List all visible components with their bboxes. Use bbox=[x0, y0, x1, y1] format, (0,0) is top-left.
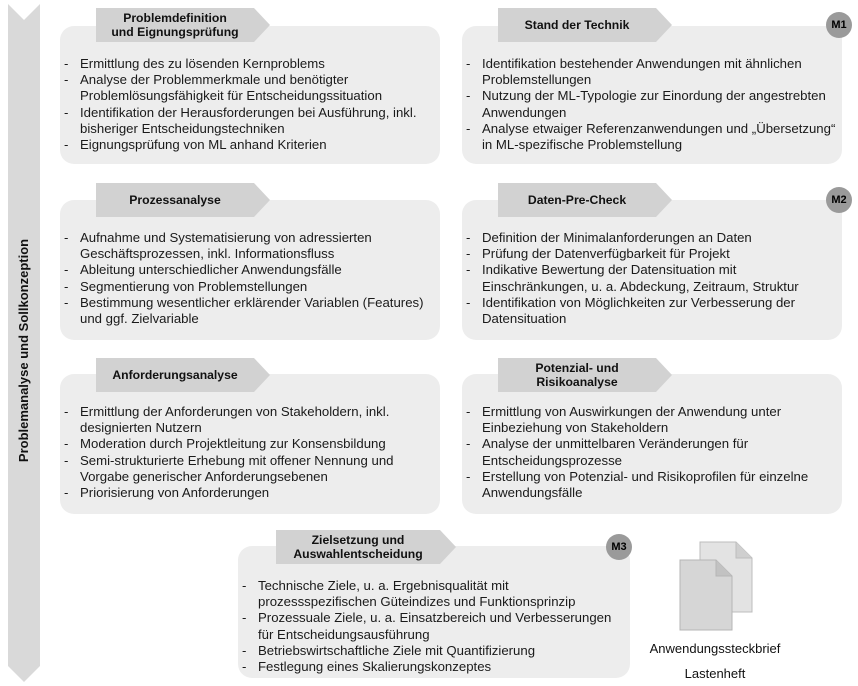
list-item: Analyse der unmittelbaren Veränderungen … bbox=[462, 436, 842, 468]
tab-daten-pre-check: Daten-Pre-Check bbox=[498, 183, 672, 217]
document-caption-1: Anwendungssteckbrief bbox=[649, 641, 781, 656]
card-problemdefinition: Ermittlung des zu lösenden Kernproblems … bbox=[60, 26, 440, 164]
card-problemdefinition-list: Ermittlung des zu lösenden Kernproblems … bbox=[60, 26, 440, 153]
list-item: Prozessuale Ziele, u. a. Einsatzbereich … bbox=[238, 610, 630, 642]
tab-stand-der-technik: Stand der Technik bbox=[498, 8, 672, 42]
card-anforderungsanalyse-list: Ermittlung der Anforderungen von Stakeho… bbox=[60, 374, 440, 501]
card-stand-der-technik-list: Identifikation bestehender Anwendungen m… bbox=[462, 26, 842, 153]
list-item: Identifikation der Herausforderungen bei… bbox=[60, 105, 440, 137]
card-prozessanalyse-list: Aufnahme und Systematisierung von adress… bbox=[60, 200, 440, 327]
tab-zielsetzung: Zielsetzung und Auswahlentscheidung bbox=[276, 530, 456, 564]
tab-prozessanalyse: Prozessanalyse bbox=[96, 183, 270, 217]
list-item: Analyse etwaiger Referenzanwendungen und… bbox=[462, 121, 842, 153]
card-potenzial-risikoanalyse: Ermittlung von Auswirkungen der Anwendun… bbox=[462, 374, 842, 514]
card-prozessanalyse: Aufnahme und Systematisierung von adress… bbox=[60, 200, 440, 340]
card-daten-pre-check-list: Definition der Minimalanforderungen an D… bbox=[462, 200, 842, 327]
list-item: Priorisierung von Anforderungen bbox=[60, 485, 440, 501]
list-item: Ermittlung des zu lösenden Kernproblems bbox=[60, 56, 440, 72]
list-item: Technische Ziele, u. a. Ergebnisqualität… bbox=[238, 578, 630, 610]
side-arrow bbox=[8, 4, 40, 682]
list-item: Segmentierung von Problemstellungen bbox=[60, 279, 440, 295]
tab-label: Daten-Pre-Check bbox=[527, 193, 627, 207]
card-daten-pre-check: Definition der Minimalanforderungen an D… bbox=[462, 200, 842, 340]
side-label-text: Problemanalyse und Sollkonzeption bbox=[16, 238, 32, 462]
side-label: Problemanalyse und Sollkonzeption bbox=[10, 220, 38, 480]
list-item: Ermittlung von Auswirkungen der Anwendun… bbox=[462, 404, 842, 436]
list-item: Aufnahme und Systematisierung von adress… bbox=[60, 230, 440, 262]
tab-anforderungsanalyse: Anforderungsanalyse bbox=[96, 358, 270, 392]
list-item: Prüfung der Datenverfügbarkeit für Proje… bbox=[462, 246, 842, 262]
list-item: Erstellung von Potenzial- und Risikoprof… bbox=[462, 469, 842, 501]
list-item: Definition der Minimalanforderungen an D… bbox=[462, 230, 842, 246]
card-stand-der-technik: Identifikation bestehender Anwendungen m… bbox=[462, 26, 842, 164]
list-item: Bestimmung wesentlicher erklärender Vari… bbox=[60, 295, 440, 327]
list-item: Indikative Bewertung der Datensituation … bbox=[462, 262, 842, 294]
tab-potenzial-risikoanalyse: Potenzial- und Risikoanalyse bbox=[498, 358, 672, 392]
tab-label: Anforderungsanalyse bbox=[112, 368, 238, 382]
list-item: Eignungsprüfung von ML anhand Kriterien bbox=[60, 137, 440, 153]
list-item: Betriebswirtschaftliche Ziele mit Quanti… bbox=[238, 643, 630, 659]
tab-problemdefinition: Problemdefinition und Eignungsprüfung bbox=[96, 8, 270, 42]
tab-label: Potenzial- und Risikoanalyse bbox=[535, 361, 619, 389]
milestone-badge-m1: M1 bbox=[826, 12, 852, 38]
tab-label: Problemdefinition und Eignungsprüfung bbox=[111, 11, 239, 39]
list-item: Nutzung der ML-Typologie zur Einordung d… bbox=[462, 88, 842, 120]
list-item: Moderation durch Projektleitung zur Kons… bbox=[60, 436, 440, 452]
document-caption-2: Lastenheft bbox=[684, 666, 746, 681]
list-item: Identifikation von Möglichkeiten zur Ver… bbox=[462, 295, 842, 327]
list-item: Ableitung unterschiedlicher Anwendungsfä… bbox=[60, 262, 440, 278]
list-item: Semi-strukturierte Erhebung mit offener … bbox=[60, 453, 440, 485]
list-item: Festlegung eines Skalierungskonzeptes bbox=[238, 659, 630, 675]
tab-label: Zielsetzung und Auswahlentscheidung bbox=[293, 533, 423, 561]
list-item: Ermittlung der Anforderungen von Stakeho… bbox=[60, 404, 440, 436]
tab-label: Stand der Technik bbox=[524, 18, 630, 32]
milestone-badge-m3: M3 bbox=[606, 534, 632, 560]
document-stack-icon bbox=[679, 541, 753, 631]
tab-label: Prozessanalyse bbox=[129, 193, 221, 207]
milestone-badge-m2: M2 bbox=[826, 187, 852, 213]
card-anforderungsanalyse: Ermittlung der Anforderungen von Stakeho… bbox=[60, 374, 440, 514]
card-potenzial-risikoanalyse-list: Ermittlung von Auswirkungen der Anwendun… bbox=[462, 374, 842, 501]
card-zielsetzung-list: Technische Ziele, u. a. Ergebnisqualität… bbox=[238, 546, 630, 675]
list-item: Analyse der Problemmerkmale und benötigt… bbox=[60, 72, 440, 104]
card-zielsetzung: Technische Ziele, u. a. Ergebnisqualität… bbox=[238, 546, 630, 678]
list-item: Identifikation bestehender Anwendungen m… bbox=[462, 56, 842, 88]
